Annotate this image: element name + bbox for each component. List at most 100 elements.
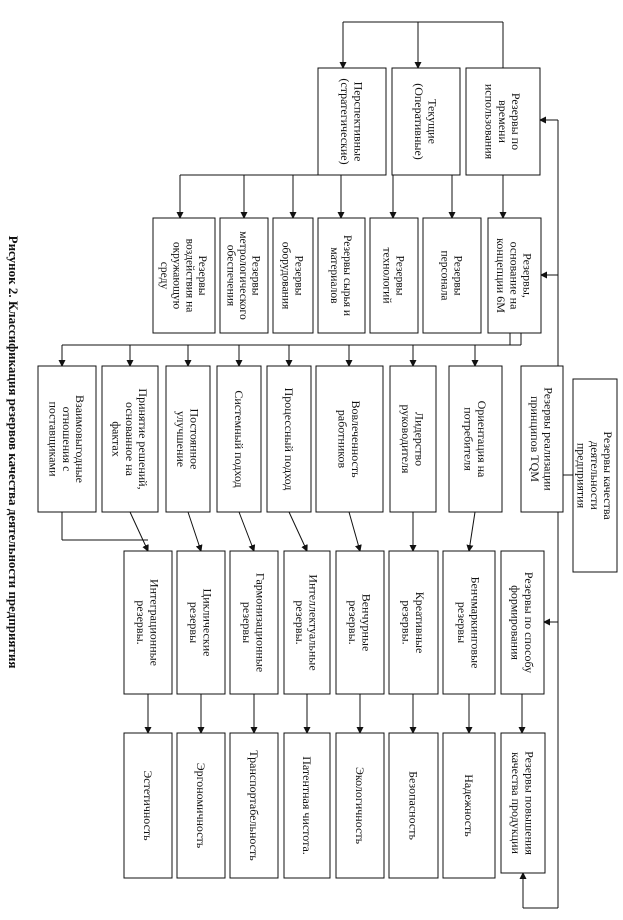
method-item-1: Бенчмаркинговыерезервы xyxy=(442,550,496,695)
tqm-item-4: Процессный подход xyxy=(266,365,312,513)
tqm-item-6-frame xyxy=(165,365,211,513)
product-item-5: Транспортабельность xyxy=(229,732,279,879)
root-box-frame xyxy=(572,378,618,573)
diagram-nodes: Резервы качествадеятельностипредприятияР… xyxy=(37,67,618,879)
tqm-item-1: Ориентация напотребителя xyxy=(448,365,503,513)
method-item-2-label: Креативныерезервы. xyxy=(400,592,427,654)
tqm-item-4-label: Процессный подход xyxy=(282,388,296,491)
product-item-6-label: Эргономичность xyxy=(194,763,208,849)
product-item-5-frame xyxy=(229,732,279,879)
sixm-item-2-frame xyxy=(369,217,419,334)
tqm-item-3-label: Вовлеченностьработников xyxy=(336,400,363,478)
sixm-item-4-frame xyxy=(272,217,314,334)
method-item-2-frame xyxy=(388,550,439,695)
product-item-3: Экологичность xyxy=(335,732,385,879)
tqm-header-label: Резервы реализациипринципов TQM xyxy=(528,387,555,491)
method-item-7-label: Интеграционныерезервы. xyxy=(134,579,161,666)
tqm-item-2: Лидерстворуководителя xyxy=(389,365,437,513)
sixm-item-1-label: Резервыперсонала xyxy=(439,250,464,300)
figure-caption: Рисунок 2. Классификация резервов качест… xyxy=(6,236,21,669)
root-box-label: Резервы качествадеятельностипредприятия xyxy=(575,431,615,520)
product-item-4-frame xyxy=(283,732,331,879)
tqm-item-1-frame xyxy=(448,365,503,513)
product-item-4: Патентная чистота. xyxy=(283,732,331,879)
method-item-1-frame xyxy=(442,550,496,695)
tqm-header-frame xyxy=(520,365,564,513)
tqm-item-8: Взаимовыгодныеотношения споставщиками xyxy=(37,365,97,513)
method-item-6: Циклическиерезервы xyxy=(176,550,226,695)
sixm-item-4: Резервыоборудования xyxy=(272,217,314,334)
method-header-frame xyxy=(500,550,545,695)
product-item-7-frame xyxy=(123,732,173,879)
tqm-item-6: Постоянноеулучшение xyxy=(165,365,211,513)
tqm-item-5-label: Системный подход xyxy=(232,390,246,487)
time-current-label: Текущие(Оперативные) xyxy=(412,83,439,160)
sixm-header-label: Резервы,основание наконцепции 6М xyxy=(494,238,534,313)
connector xyxy=(238,511,256,552)
sixm-item-6-frame xyxy=(152,217,216,334)
connector xyxy=(187,511,203,552)
connector xyxy=(288,511,308,552)
method-item-4: Интеллектуальныерезервы. xyxy=(283,550,331,695)
tqm-item-3-frame xyxy=(315,365,384,513)
tqm-item-8-frame xyxy=(37,365,97,513)
method-item-2: Креативныерезервы. xyxy=(388,550,439,695)
tqm-item-2-label: Лидерстворуководителя xyxy=(399,405,426,474)
sixm-item-2-label: Резервытехнологий xyxy=(381,248,406,304)
time-strategic-label: Перспективные(стратегические) xyxy=(338,78,365,164)
time-strategic-frame xyxy=(317,67,387,176)
tqm-item-7-label: Принятие решений,основанное нафактах xyxy=(110,388,150,489)
tqm-item-6-label: Постоянноеулучшение xyxy=(174,409,201,470)
sixm-item-1: Резервыперсонала xyxy=(422,217,482,334)
product-item-6-frame xyxy=(176,732,226,879)
sixm-item-5-label: Резервыметрологическогообеспечения xyxy=(224,231,261,320)
tqm-item-1-label: Ориентация напотребителя xyxy=(462,401,489,478)
method-item-6-frame xyxy=(176,550,226,695)
sixm-item-3: Резервы сырья иматериалов xyxy=(317,217,366,334)
connector xyxy=(466,511,476,552)
method-item-4-label: Интеллектуальныерезервы. xyxy=(293,574,320,670)
sixm-item-6: Резервывоздействия наокружающуюсреду xyxy=(152,217,216,334)
sixm-item-3-label: Резервы сырья иматериалов xyxy=(328,235,353,316)
product-item-2-frame xyxy=(388,732,439,879)
sixm-item-2: Резервытехнологий xyxy=(369,217,419,334)
time-header-frame xyxy=(465,67,541,176)
product-item-6: Эргономичность xyxy=(176,732,226,879)
time-header: Резервы повременииспользования xyxy=(465,67,541,176)
method-item-1-label: Бенчмаркинговыерезервы xyxy=(455,577,482,669)
sixm-header-frame xyxy=(487,217,542,334)
tqm-item-4-frame xyxy=(266,365,312,513)
sixm-item-3-frame xyxy=(317,217,366,334)
connector xyxy=(129,511,149,552)
product-item-3-frame xyxy=(335,732,385,879)
method-header-label: Резервы по способуформирования xyxy=(509,572,536,673)
sixm-item-1-frame xyxy=(422,217,482,334)
method-item-5: Гармонизационныерезервы xyxy=(229,550,279,695)
time-current-frame xyxy=(391,67,461,176)
tqm-item-5: Системный подход xyxy=(216,365,262,513)
product-item-7-label: Эстетичность xyxy=(141,770,155,841)
method-item-6-label: Циклическиерезервы xyxy=(187,589,214,657)
time-current: Текущие(Оперативные) xyxy=(391,67,461,176)
sixm-item-4-label: Резервыоборудования xyxy=(280,242,305,310)
method-item-7: Интеграционныерезервы. xyxy=(123,550,173,695)
product-item-2: Безопасность xyxy=(388,732,439,879)
sixm-header: Резервы,основание наконцепции 6М xyxy=(487,217,542,334)
tqm-item-5-frame xyxy=(216,365,262,513)
method-item-5-label: Гармонизационныерезервы xyxy=(240,573,267,672)
tqm-item-8-label: Взаимовыгодныеотношения споставщиками xyxy=(47,395,87,483)
method-item-4-frame xyxy=(283,550,331,695)
connector xyxy=(348,511,362,552)
product-header: Резервы повышениякачества продукции xyxy=(500,732,546,874)
sixm-item-6-label: Резервывоздействия наокружающуюсреду xyxy=(158,239,208,313)
method-item-7-frame xyxy=(123,550,173,695)
tqm-item-2-frame xyxy=(389,365,437,513)
product-item-1-frame xyxy=(442,732,496,879)
product-item-1-label: Надежность xyxy=(462,774,476,837)
time-header-label: Резервы повременииспользования xyxy=(483,84,523,160)
sixm-item-5-frame xyxy=(219,217,269,334)
method-item-3-frame xyxy=(335,550,385,695)
method-item-3: Венчурныерезервы. xyxy=(335,550,385,695)
